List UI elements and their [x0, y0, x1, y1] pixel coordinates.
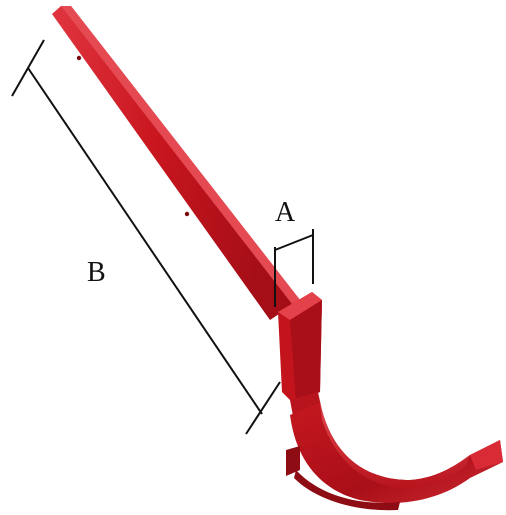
dimension-a-label: A — [275, 197, 296, 228]
dimension-b-label: B — [87, 257, 106, 288]
dimension-b-tick-bottom — [245, 381, 281, 435]
strap-hole — [76, 55, 82, 61]
dimension-a-line — [274, 234, 314, 251]
mounting-strap — [52, 6, 300, 320]
strap-hole — [184, 211, 190, 217]
dimension-a — [274, 229, 314, 307]
gutter-hook — [286, 402, 503, 511]
dimension-b-line — [27, 67, 263, 415]
dimension-b — [11, 39, 281, 435]
